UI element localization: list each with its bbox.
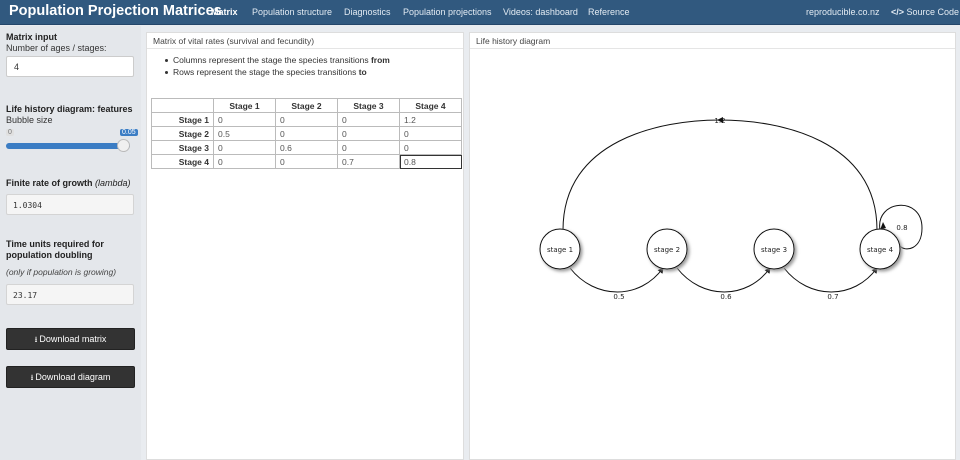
matrix-input-title: Matrix input [6, 32, 57, 42]
slider-fill [6, 143, 130, 149]
note-rows: Rows represent the stage the species tra… [165, 66, 390, 78]
slider-min-label: 0 [6, 129, 14, 136]
source-code-link[interactable]: </> Source Code [891, 7, 959, 17]
note-columns: Columns represent the stage the species … [165, 54, 390, 66]
download-diagram-label: Download diagram [35, 372, 111, 382]
diagram-panel-title: Life history diagram [470, 33, 955, 49]
node-label: stage 1 [547, 246, 573, 254]
growth-output: 1.0304 [6, 194, 134, 215]
node-label: stage 3 [761, 246, 787, 254]
matrix-panel: Matrix of vital rates (survival and fecu… [146, 32, 464, 460]
doubling-title: Time units required for population doubl… [6, 239, 104, 260]
doubling-note: (only if population is growing) [6, 267, 117, 277]
node-label: stage 4 [867, 246, 894, 254]
matrix-panel-title: Matrix of vital rates (survival and fecu… [147, 33, 463, 49]
app-title: Population Projection Matrices [9, 3, 222, 19]
doubling-output: 23.17 [6, 284, 134, 305]
fecundity-edge [562, 119, 878, 231]
bubble-size-label: Bubble size [6, 115, 53, 125]
self-loop-arrowhead [880, 222, 886, 230]
fecundity-arrowhead [717, 117, 723, 123]
table-row: Stage 4 0 0 0.7 0.8 [151, 154, 462, 169]
growth-title: Finite rate of growth (lambda) [6, 178, 131, 188]
growth-title-text: Finite rate of growth [6, 178, 93, 188]
download-matrix-label: Download matrix [39, 334, 107, 344]
matrix-cell-selected[interactable]: 0.8 [399, 154, 462, 169]
survival-edge-1-2 [569, 267, 664, 293]
survival-edge-2-3 [676, 267, 771, 293]
table-row: Stage 3 0 0.6 0 0 [151, 140, 462, 155]
code-icon: </> [891, 7, 905, 17]
download-icon: ⭳ [34, 335, 38, 344]
growth-title-lambda: (lambda) [95, 178, 131, 188]
node-stage-3 [753, 228, 795, 270]
self-loop-edge [879, 204, 923, 250]
stages-input[interactable] [6, 56, 134, 77]
edge-label-fecundity: 1.2 [714, 117, 725, 125]
table-row: Stage 2 0.5 0 0 0 [151, 126, 462, 141]
download-matrix-button[interactable]: ⭳Download matrix [6, 328, 135, 350]
source-code-label: Source Code [906, 7, 960, 17]
tab-matrix[interactable]: Matrix [211, 7, 238, 17]
matrix-cell[interactable]: 0 [275, 154, 338, 169]
node-stage-2 [646, 228, 688, 270]
features-title: Life history diagram: features [6, 104, 133, 114]
tab-videos-dashboard[interactable]: Videos: dashboard [503, 7, 578, 17]
survival-edge-3-4 [783, 267, 878, 293]
node-stage-4 [859, 228, 901, 270]
edge-label-self: 0.8 [896, 224, 907, 232]
navbar: Population Projection Matrices Matrix Po… [0, 0, 960, 25]
tab-population-projections[interactable]: Population projections [403, 7, 492, 17]
node-stage-1 [539, 228, 581, 270]
node-label: stage 2 [654, 246, 680, 254]
table-row: Stage 1 0 0 0 1.2 [151, 112, 462, 127]
vital-rates-table: Stage 1 Stage 2 Stage 3 Stage 4 Stage 1 … [151, 98, 462, 169]
edge-label-3-4: 0.7 [827, 293, 838, 301]
slider-value-label: 0.05 [120, 129, 138, 136]
site-link[interactable]: reproducible.co.nz [806, 7, 880, 17]
download-diagram-button[interactable]: ⭳Download diagram [6, 366, 135, 388]
bubble-size-slider[interactable] [6, 143, 130, 149]
download-icon: ⭳ [30, 373, 34, 382]
slider-handle[interactable] [117, 139, 130, 152]
stages-label: Number of ages / stages: [6, 43, 107, 53]
edge-label-2-3: 0.6 [720, 293, 732, 301]
row-header: Stage 4 [151, 154, 214, 169]
table-header-row: Stage 1 Stage 2 Stage 3 Stage 4 [151, 98, 462, 113]
tab-reference[interactable]: Reference [588, 7, 630, 17]
tab-diagnostics[interactable]: Diagnostics [344, 7, 391, 17]
edge-label-1-2: 0.5 [613, 293, 624, 301]
tab-population-structure[interactable]: Population structure [252, 7, 333, 17]
matrix-notes: Columns represent the stage the species … [165, 54, 390, 78]
